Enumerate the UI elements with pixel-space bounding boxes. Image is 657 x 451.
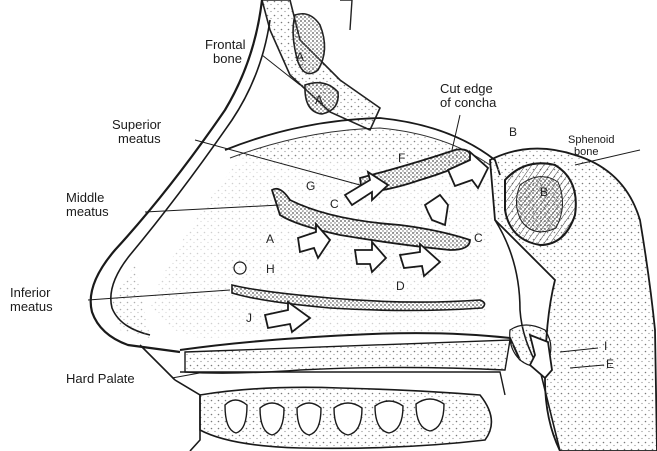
letter-f: F [398, 152, 405, 164]
label-middle-meatus-line2: meatus [66, 205, 109, 219]
letter-b: B [509, 126, 517, 138]
label-sphenoid-bone-line1: Sphenoid [568, 134, 615, 146]
label-hard-palate: Hard Palate [66, 372, 135, 386]
label-sphenoid-bone: Sphenoid bone [568, 134, 615, 158]
letter-b-sphenoid: B [540, 186, 548, 198]
letter-d: D [396, 280, 405, 292]
label-inferior-meatus: Inferior meatus [10, 286, 53, 314]
label-frontal-bone-line2: bone [205, 52, 245, 66]
label-inferior-meatus-line2: meatus [10, 300, 53, 314]
letter-h: H [266, 263, 275, 275]
letter-c-lower: C [474, 232, 483, 244]
sphenoid-bone-shape [490, 149, 657, 451]
label-cut-edge-concha: Cut edge of concha [440, 82, 496, 110]
letter-a-frontal-lower: A [315, 94, 323, 106]
label-inferior-meatus-line1: Inferior [10, 286, 53, 300]
palate-region [180, 333, 520, 395]
label-middle-meatus-line1: Middle [66, 191, 109, 205]
label-superior-meatus-line2: meatus [112, 132, 161, 146]
label-superior-meatus-line1: Superior [112, 118, 161, 132]
label-frontal-bone: Frontal bone [205, 38, 245, 66]
label-superior-meatus: Superior meatus [112, 118, 161, 146]
label-frontal-bone-line1: Frontal [205, 38, 245, 52]
letter-e: E [606, 358, 614, 370]
letter-j: J [246, 312, 252, 324]
label-cut-edge-line2: of concha [440, 96, 496, 110]
arrow-nasopharynx [530, 335, 552, 378]
label-cut-edge-line1: Cut edge [440, 82, 496, 96]
label-hard-palate-text: Hard Palate [66, 371, 135, 386]
letter-i: I [604, 340, 607, 352]
letter-g: G [306, 180, 315, 192]
frontal-bone-shape [262, 0, 380, 130]
label-sphenoid-bone-line2: bone [568, 146, 615, 158]
letter-a-middle: A [266, 233, 274, 245]
label-middle-meatus: Middle meatus [66, 191, 109, 219]
letter-c-upper: C [330, 198, 339, 210]
letter-a-frontal-upper: A [296, 51, 304, 63]
